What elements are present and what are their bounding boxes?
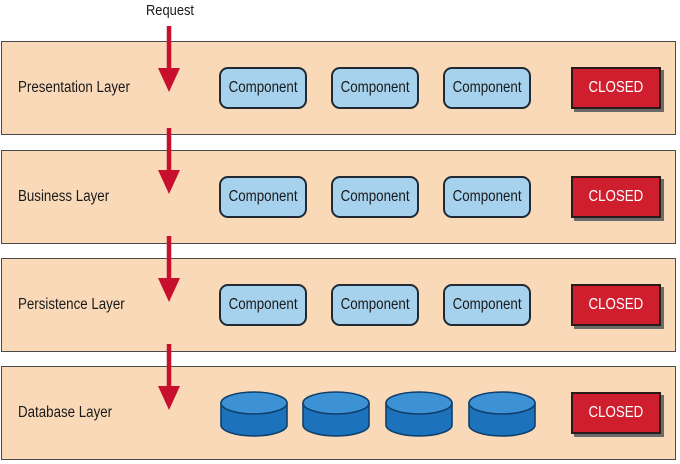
- component-box: Component: [443, 176, 531, 218]
- component-label: Component: [452, 188, 522, 205]
- closed-badge: CLOSED: [571, 176, 661, 218]
- request-arrow-icon: [158, 26, 180, 92]
- closed-label: CLOSED: [588, 296, 644, 313]
- layer-label: Database Layer: [18, 404, 113, 421]
- database-cylinder-icon: [385, 391, 453, 437]
- closed-badge: CLOSED: [571, 392, 661, 434]
- request-label: Request: [145, 2, 195, 19]
- layer-label: Business Layer: [18, 188, 110, 205]
- component-box: Component: [219, 67, 307, 109]
- closed-label: CLOSED: [588, 79, 644, 96]
- component-label: Component: [228, 79, 298, 96]
- component-box: Component: [331, 284, 419, 326]
- component-box: Component: [219, 176, 307, 218]
- presentation-layer: Presentation Layer Component Component C…: [1, 41, 676, 135]
- component-label: Component: [452, 296, 522, 313]
- component-box: Component: [331, 67, 419, 109]
- component-label: Component: [452, 79, 522, 96]
- database-layer: Database Layer CLOSED: [1, 366, 676, 460]
- business-layer: Business Layer Component Component Compo…: [1, 150, 676, 244]
- component-box: Component: [331, 176, 419, 218]
- closed-label: CLOSED: [588, 404, 644, 421]
- component-box: Component: [219, 284, 307, 326]
- closed-badge: CLOSED: [571, 67, 661, 109]
- request-arrow-icon: [158, 128, 180, 194]
- layer-label: Presentation Layer: [18, 79, 130, 96]
- component-label: Component: [340, 79, 410, 96]
- request-arrow-icon: [158, 236, 180, 302]
- database-cylinder-icon: [468, 391, 536, 437]
- component-label: Component: [340, 188, 410, 205]
- component-box: Component: [443, 284, 531, 326]
- component-box: Component: [443, 67, 531, 109]
- closed-label: CLOSED: [588, 188, 644, 205]
- database-cylinder-icon: [302, 391, 370, 437]
- request-arrow-icon: [158, 344, 180, 410]
- persistence-layer: Persistence Layer Component Component Co…: [1, 258, 676, 352]
- database-cylinder-icon: [220, 391, 288, 437]
- component-label: Component: [228, 188, 298, 205]
- closed-badge: CLOSED: [571, 284, 661, 326]
- layer-label: Persistence Layer: [18, 296, 125, 313]
- component-label: Component: [340, 296, 410, 313]
- component-label: Component: [228, 296, 298, 313]
